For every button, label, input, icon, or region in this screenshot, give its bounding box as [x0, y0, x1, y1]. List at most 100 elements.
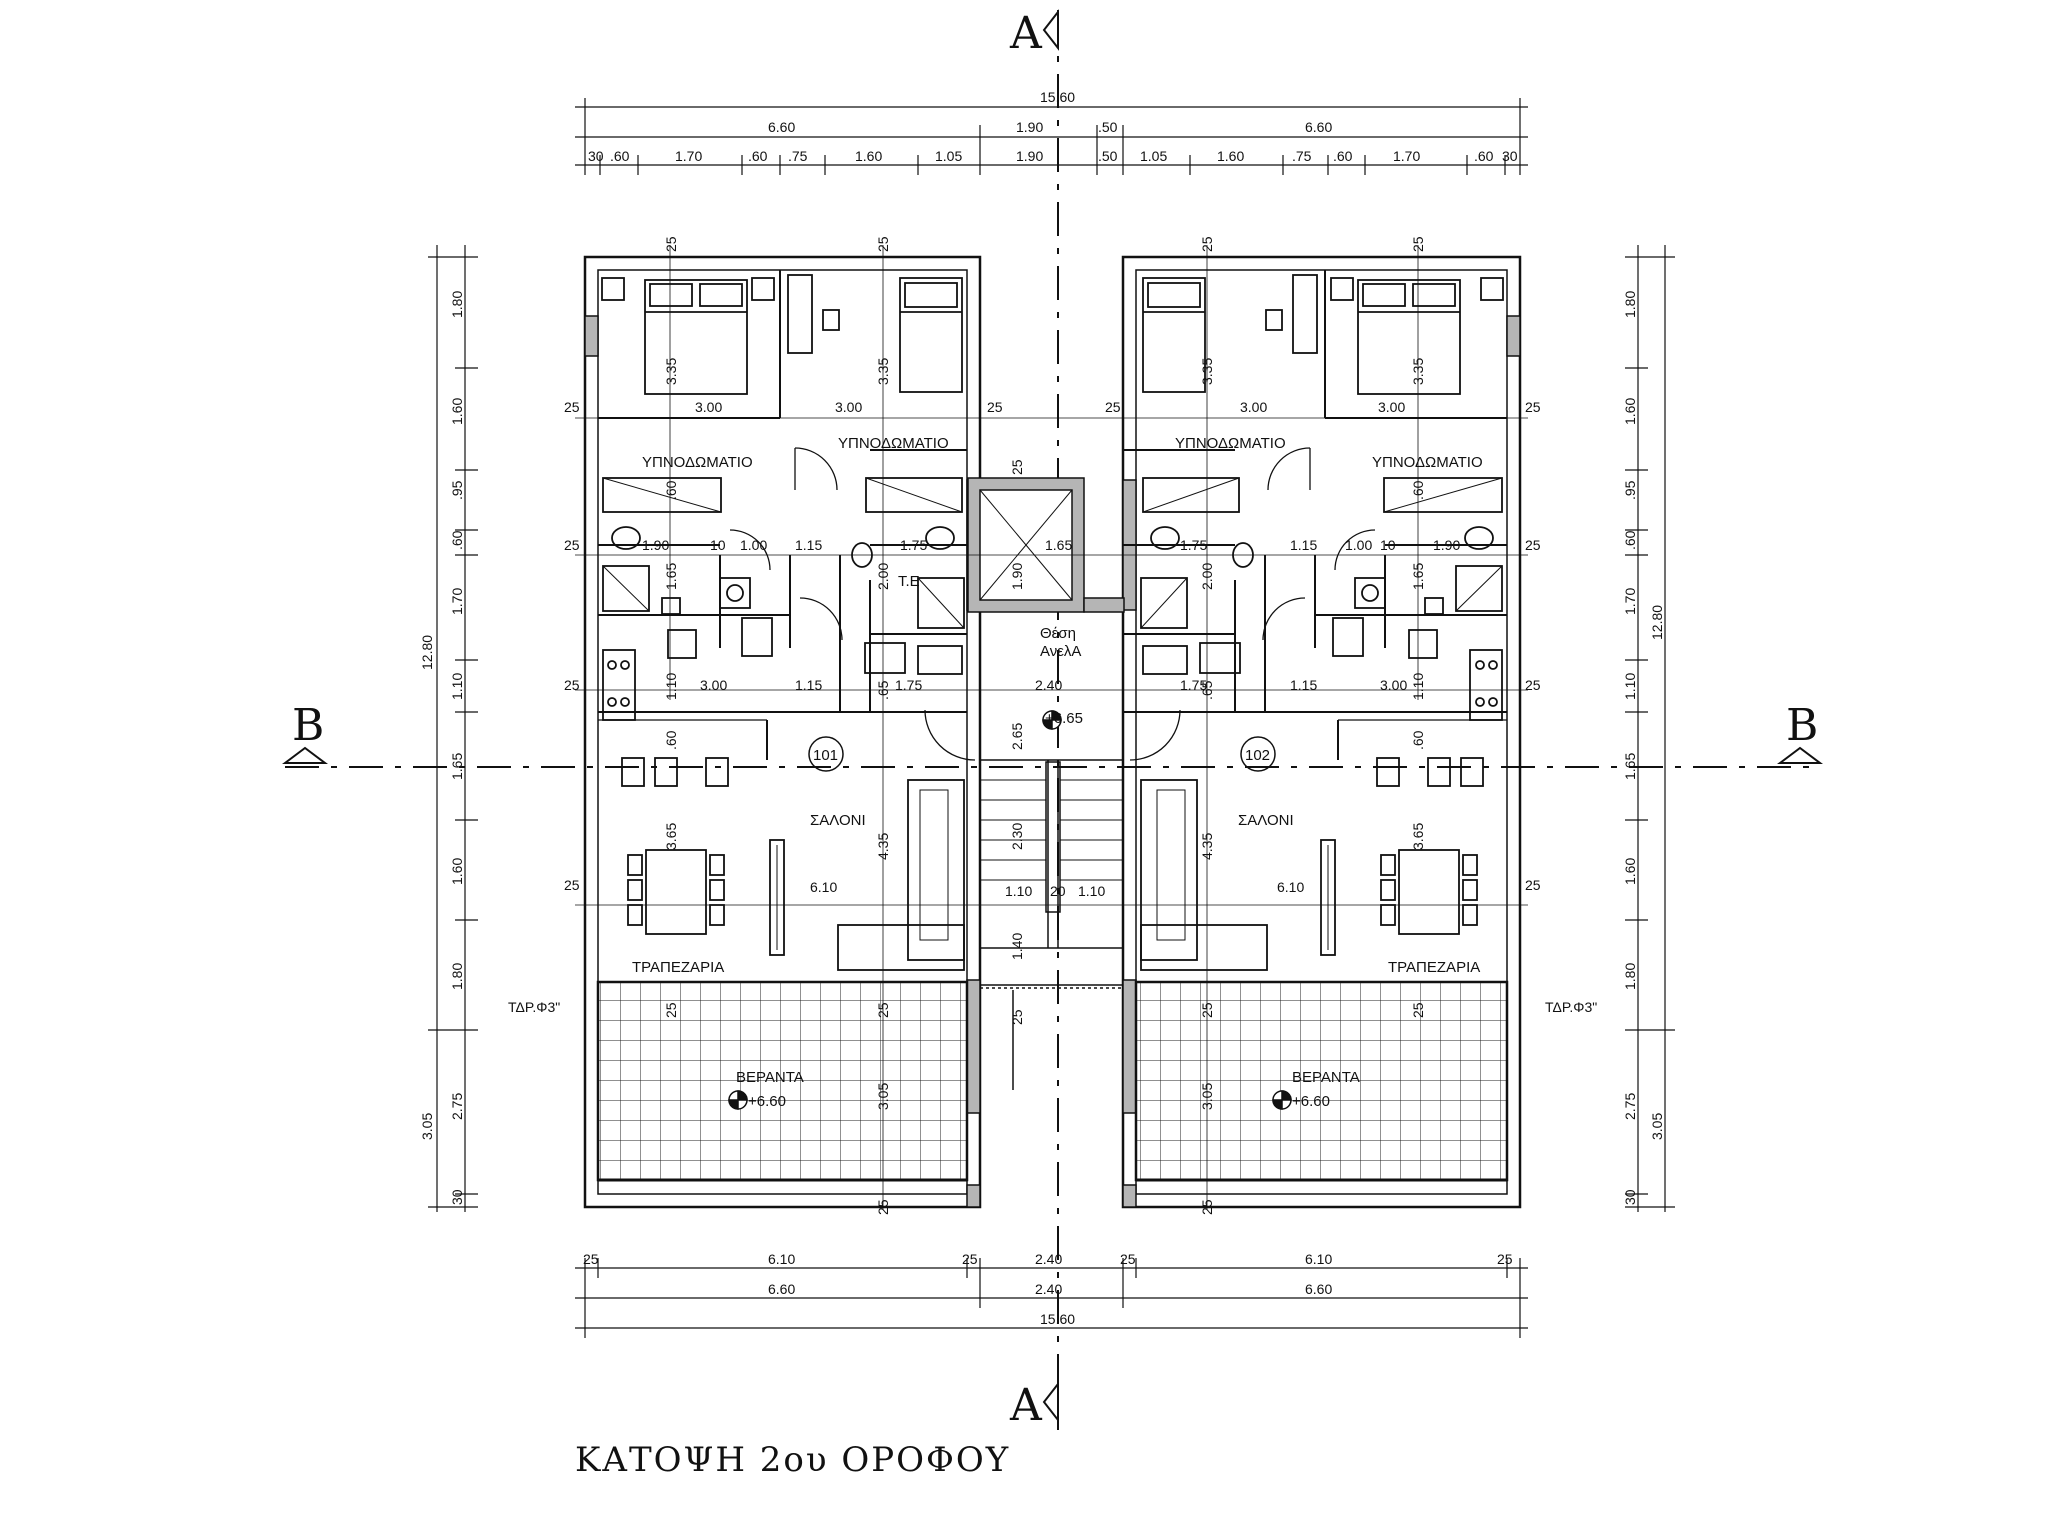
svg-text:3.05: 3.05: [1649, 1113, 1665, 1140]
svg-text:15.60: 15.60: [1040, 89, 1075, 105]
svg-text:25: 25: [564, 677, 580, 693]
svg-text:25: 25: [962, 1251, 978, 1267]
svg-text:3.05: 3.05: [875, 1083, 891, 1110]
svg-text:30: 30: [1502, 148, 1518, 164]
svg-text:25: 25: [1009, 1009, 1025, 1025]
svg-text:ΣΑΛΟΝΙ: ΣΑΛΟΝΙ: [810, 812, 866, 829]
partitions-right: [1123, 270, 1507, 760]
svg-text:1.60: 1.60: [1622, 398, 1638, 425]
svg-text:1.90: 1.90: [1433, 537, 1460, 553]
svg-text:2.65: 2.65: [1009, 723, 1025, 750]
svg-text:3.35: 3.35: [875, 358, 891, 385]
svg-text:1.90: 1.90: [1016, 148, 1043, 164]
svg-text:25: 25: [987, 399, 1003, 415]
svg-text:.65: .65: [1199, 680, 1215, 700]
svg-text:.60: .60: [449, 530, 465, 550]
svg-text:1.60: 1.60: [855, 148, 882, 164]
svg-text:ΒΕΡΑΝΤΑ: ΒΕΡΑΝΤΑ: [736, 1069, 804, 1086]
svg-text:102: 102: [1245, 747, 1270, 764]
svg-text:4.35: 4.35: [875, 833, 891, 860]
svg-text:2.30: 2.30: [1009, 823, 1025, 850]
svg-text:1.10: 1.10: [1005, 883, 1032, 899]
svg-text:25: 25: [1199, 1002, 1215, 1018]
svg-text:+6.60: +6.60: [1292, 1093, 1330, 1110]
svg-text:6.10: 6.10: [768, 1251, 795, 1267]
svg-text:Τ.Ε: Τ.Ε: [898, 573, 920, 590]
svg-text:3.00: 3.00: [835, 399, 862, 415]
svg-text:1.70: 1.70: [1622, 588, 1638, 615]
svg-text:.60: .60: [1474, 148, 1494, 164]
svg-text:2.00: 2.00: [875, 563, 891, 590]
svg-text:25: 25: [1525, 537, 1541, 553]
unit-number-circles: [808, 736, 1276, 772]
svg-text:101: 101: [813, 747, 838, 764]
svg-text:1.65: 1.65: [1410, 563, 1426, 590]
svg-text:3.05: 3.05: [419, 1113, 435, 1140]
svg-text:6.60: 6.60: [1305, 1281, 1332, 1297]
svg-text:ΑνελΑ: ΑνελΑ: [1040, 643, 1081, 660]
svg-text:25: 25: [564, 399, 580, 415]
svg-text:1.70: 1.70: [1393, 148, 1420, 164]
svg-text:.95: .95: [1622, 480, 1638, 500]
interior-dimensions: 3.00 3.00 3.00 3.00 3.35 3.35 3.35 3.35 …: [564, 236, 1541, 1215]
svg-text:2.40: 2.40: [1035, 677, 1062, 693]
svg-text:25: 25: [564, 537, 580, 553]
svg-text:ΥΠΝΟΔΩΜΑΤΙΟ: ΥΠΝΟΔΩΜΑΤΙΟ: [838, 435, 949, 452]
svg-text:1.00: 1.00: [1345, 537, 1372, 553]
svg-text:2.00: 2.00: [1199, 563, 1215, 590]
svg-text:ΒΕΡΑΝΤΑ: ΒΕΡΑΝΤΑ: [1292, 1069, 1360, 1086]
svg-text:1.90: 1.90: [1016, 119, 1043, 135]
svg-text:ΤΡΑΠΕΖΑΡΙΑ: ΤΡΑΠΕΖΑΡΙΑ: [632, 959, 724, 976]
svg-text:Θέση: Θέση: [1040, 625, 1076, 642]
svg-text:B: B: [1786, 700, 1818, 751]
svg-text:20: 20: [1050, 883, 1066, 899]
svg-text:25: 25: [564, 877, 580, 893]
svg-text:.60: .60: [1333, 148, 1353, 164]
svg-text:1.40: 1.40: [1009, 933, 1025, 960]
svg-text:25: 25: [1120, 1251, 1136, 1267]
staircase: [979, 759, 1124, 1090]
lift-core: [967, 477, 1125, 613]
svg-text:25: 25: [1525, 399, 1541, 415]
svg-text:25: 25: [1410, 236, 1426, 252]
svg-text:ΥΠΝΟΔΩΜΑΤΙΟ: ΥΠΝΟΔΩΜΑΤΙΟ: [1175, 435, 1286, 452]
svg-text:1.60: 1.60: [1217, 148, 1244, 164]
section-marker-b-left: B: [282, 700, 328, 764]
svg-text:3.00: 3.00: [700, 677, 727, 693]
svg-text:1.75: 1.75: [1180, 677, 1207, 693]
svg-text:1.15: 1.15: [1290, 677, 1317, 693]
svg-text:1.75: 1.75: [900, 537, 927, 553]
svg-text:12.80: 12.80: [1649, 605, 1665, 640]
svg-text:2.75: 2.75: [449, 1093, 465, 1120]
svg-text:1.10: 1.10: [663, 673, 679, 700]
svg-text:30: 30: [449, 1189, 465, 1205]
svg-text:3.35: 3.35: [1410, 358, 1426, 385]
svg-text:.95: .95: [449, 480, 465, 500]
svg-text:1.00: 1.00: [740, 537, 767, 553]
exterior-walls: [583, 255, 1522, 1209]
svg-text:15.60: 15.60: [1040, 1311, 1075, 1327]
svg-text:1.10: 1.10: [1622, 673, 1638, 700]
svg-text:1.80: 1.80: [1622, 291, 1638, 318]
svg-text:25: 25: [875, 236, 891, 252]
svg-text:ΤΔΡ.Φ3": ΤΔΡ.Φ3": [508, 999, 560, 1015]
unit-numbers: 101 102: [813, 747, 1270, 764]
room-labels: ΥΠΝΟΔΩΜΑΤΙΟ ΥΠΝΟΔΩΜΑΤΙΟ ΥΠΝΟΔΩΜΑΤΙΟ ΥΠΝΟ…: [508, 435, 1597, 1086]
drawing-title: ΚΑΤΟΨΗ 2ου ΟΡΟΦΟΥ: [575, 1440, 1011, 1480]
svg-text:6.10: 6.10: [1277, 879, 1304, 895]
svg-text:3.65: 3.65: [1410, 823, 1426, 850]
svg-text:3.00: 3.00: [1240, 399, 1267, 415]
svg-text:.60: .60: [1410, 480, 1426, 500]
svg-text:25: 25: [583, 1251, 599, 1267]
svg-text:25: 25: [875, 1002, 891, 1018]
svg-text:6.10: 6.10: [810, 879, 837, 895]
svg-text:ΥΠΝΟΔΩΜΑΤΙΟ: ΥΠΝΟΔΩΜΑΤΙΟ: [642, 454, 753, 471]
section-marker-a-bottom: A: [1009, 1380, 1059, 1431]
svg-text:+6.65: +6.65: [1045, 710, 1083, 727]
svg-text:A: A: [1009, 8, 1043, 59]
svg-text:3.35: 3.35: [663, 358, 679, 385]
svg-text:1.80: 1.80: [1622, 963, 1638, 990]
svg-text:3.65: 3.65: [663, 823, 679, 850]
verandas: [596, 980, 1509, 1182]
